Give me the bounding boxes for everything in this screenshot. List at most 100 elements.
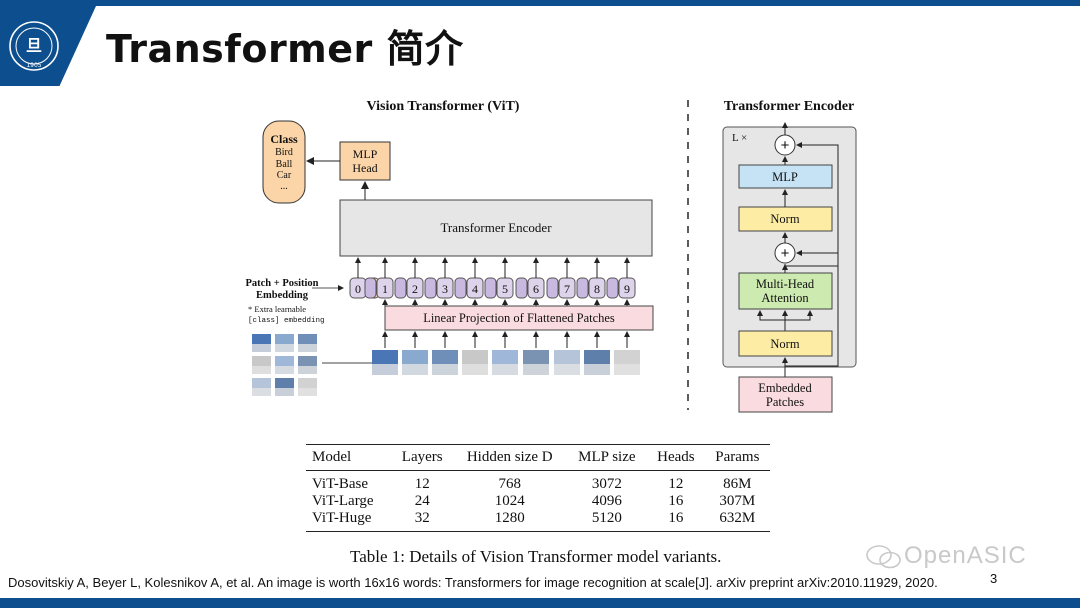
svg-text:1: 1	[382, 282, 388, 296]
image-patch-grid	[252, 334, 317, 396]
top-accent-bar	[0, 0, 1080, 6]
svg-text:3: 3	[442, 282, 448, 296]
svg-text:Norm: Norm	[770, 337, 799, 351]
table-cell: 16	[647, 510, 705, 532]
table-header: MLP size	[566, 444, 648, 471]
svg-text:5: 5	[502, 282, 508, 296]
wechat-icon	[866, 544, 901, 568]
table-header: Heads	[647, 444, 705, 471]
table-header: Layers	[391, 444, 453, 471]
residual-add-icon: +	[774, 134, 796, 156]
table-cell: 4096	[591, 493, 622, 509]
patch-token: 2	[394, 257, 424, 306]
extra-note: [class] embedding	[248, 317, 325, 325]
flattened-patch-thumb	[523, 331, 549, 375]
model-variants-table: Model Layers Hidden size D MLP size Head…	[306, 444, 770, 532]
image-patch-thumb	[252, 334, 271, 352]
table-header: Params	[704, 444, 770, 471]
encoder-norm-box: Norm	[738, 330, 833, 357]
table-cell: 16	[668, 493, 684, 509]
patch-token: 1	[364, 257, 394, 306]
flattened-patch-thumb	[614, 331, 640, 375]
class-item: ...	[280, 181, 288, 192]
image-patch-thumb	[275, 378, 294, 396]
class-item: Bird	[275, 147, 293, 158]
table-cell: 1280	[452, 510, 567, 532]
encoder-detail-title: Transformer Encoder	[724, 99, 855, 114]
patch-token: 9	[606, 257, 636, 306]
svg-text:Head: Head	[352, 161, 377, 175]
table-caption: Table 1: Details of Vision Transformer m…	[350, 547, 722, 566]
image-patch-thumb	[298, 334, 317, 352]
embedding-label: Embedding	[256, 290, 309, 301]
svg-text:Norm: Norm	[770, 212, 799, 226]
bottom-accent-bar	[0, 598, 1080, 608]
table-cell: 5120	[566, 510, 648, 532]
flattened-patch-thumb	[462, 331, 488, 375]
class-item: Car	[277, 170, 292, 181]
embedded-patches-box: Embedded Patches	[738, 376, 833, 413]
svg-text:0: 0	[355, 282, 361, 296]
svg-text:7: 7	[564, 282, 570, 296]
table-cell: 24	[414, 493, 430, 509]
svg-text:2: 2	[412, 282, 418, 296]
svg-text:+: +	[781, 245, 790, 262]
table-cell: ViT-Large	[312, 493, 374, 509]
logo-year: 1905	[26, 62, 41, 69]
svg-text:Embedded: Embedded	[758, 381, 812, 395]
flattened-patch-thumb	[432, 331, 458, 375]
watermark-text: OpenASIC	[904, 542, 1027, 569]
image-patch-thumb	[298, 378, 317, 396]
svg-text:Multi-Head: Multi-Head	[756, 277, 815, 291]
page-number: 3	[990, 571, 998, 586]
table-header-row: Model Layers Hidden size D MLP size Head…	[306, 444, 770, 471]
watermark: OpenASIC	[864, 542, 1027, 570]
table-cell: 768	[498, 476, 521, 492]
extra-note: * Extra learnable	[248, 304, 306, 314]
table-cell: 632M	[704, 510, 770, 532]
patch-token: 4	[454, 257, 484, 306]
flattened-patch-thumb	[584, 331, 610, 375]
table-row: ViT-Large 24 1024 4096 16 307M	[306, 493, 770, 510]
svg-text:Attention: Attention	[761, 291, 809, 305]
table-cell: 12	[668, 476, 684, 492]
svg-text:Patches: Patches	[766, 395, 804, 409]
vit-architecture-diagram: Vision Transformer (ViT) Class Bird Ball…	[245, 99, 857, 413]
patch-token: 6	[515, 257, 545, 306]
class-output-box: Class Bird Ball Car ...	[262, 120, 306, 204]
multi-head-attention-box: Multi-Head Attention	[738, 272, 833, 310]
table-row: ViT-Base 12 768 3072 12 86M	[306, 471, 770, 494]
svg-text:6: 6	[533, 282, 539, 296]
table-header: Hidden size D	[452, 444, 567, 471]
svg-text:4: 4	[472, 282, 478, 296]
flattened-patch-thumb	[372, 331, 398, 375]
table-cell: ViT-Huge	[306, 510, 392, 532]
svg-text:MLP: MLP	[772, 170, 798, 184]
table-cell: 307M	[719, 493, 756, 509]
image-patch-thumb	[275, 356, 294, 374]
image-patch-thumb	[252, 356, 271, 374]
image-patch-thumb	[275, 334, 294, 352]
residual-add-icon: +	[774, 242, 796, 264]
table-cell: 3072	[591, 476, 622, 492]
table-row: ViT-Huge 32 1280 5120 16 632M	[306, 510, 770, 532]
patch-token: 5	[484, 257, 514, 306]
svg-text:MLP: MLP	[353, 147, 378, 161]
svg-text:Transformer Encoder: Transformer Encoder	[440, 220, 552, 235]
patch-token: 3	[424, 257, 454, 306]
flattened-patch-thumb	[402, 331, 428, 375]
svg-text:9: 9	[624, 282, 630, 296]
table-header: Model	[306, 444, 392, 471]
svg-text:+: +	[781, 137, 790, 154]
table-cell: 1024	[494, 493, 525, 509]
logo-block: 旦 1905	[0, 6, 96, 86]
vit-title: Vision Transformer (ViT)	[367, 99, 520, 114]
patch-token: 8	[576, 257, 606, 306]
flattened-patch-thumb	[492, 331, 518, 375]
embedding-label: Patch + Position	[245, 278, 318, 289]
svg-text:旦: 旦	[26, 36, 42, 55]
svg-text:8: 8	[594, 282, 600, 296]
table-cell: ViT-Base	[312, 476, 369, 492]
image-patch-thumb	[252, 378, 271, 396]
